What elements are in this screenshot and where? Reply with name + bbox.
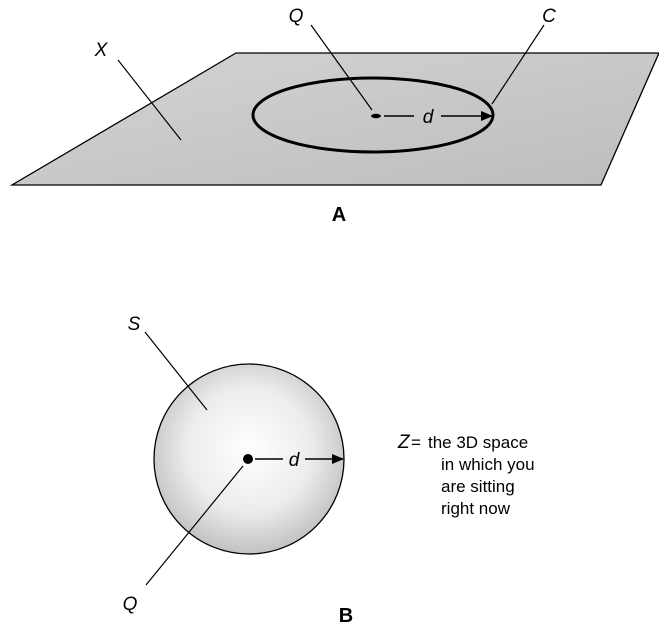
leader-q xyxy=(310,24,373,111)
space-note-line-1: the 3D space xyxy=(428,433,528,452)
space-note-line-3: are sitting xyxy=(441,477,515,496)
point-label-q: Q xyxy=(289,6,304,27)
leader-x xyxy=(117,59,182,141)
caption-a: A xyxy=(332,204,346,226)
leader-s xyxy=(144,331,208,411)
space-note-line-2: in which you xyxy=(441,455,535,474)
point-q-dot xyxy=(371,113,381,119)
caption-b: B xyxy=(339,605,353,627)
space-symbol-z: Z xyxy=(397,432,411,453)
panel-a: d X Q C A xyxy=(9,6,659,226)
circle-c xyxy=(251,76,495,154)
panel-b: d S Q Z = the 3D space in which you are … xyxy=(123,314,535,627)
space-note-line-4: right now xyxy=(441,499,511,518)
leader-c xyxy=(491,24,545,105)
point-label-q: Q xyxy=(123,594,138,615)
plane-label-x: X xyxy=(94,40,109,61)
point-q-dot xyxy=(243,454,253,464)
circle-label-c: C xyxy=(542,6,556,27)
distance-d-label: d xyxy=(423,107,435,128)
space-equals: = xyxy=(411,433,421,452)
sphere-label-s: S xyxy=(128,314,141,335)
leader-q xyxy=(145,465,244,586)
plane-x xyxy=(9,52,659,186)
distance-d-label: d xyxy=(289,450,301,471)
space-note: Z = the 3D space in which you are sittin… xyxy=(397,432,535,518)
